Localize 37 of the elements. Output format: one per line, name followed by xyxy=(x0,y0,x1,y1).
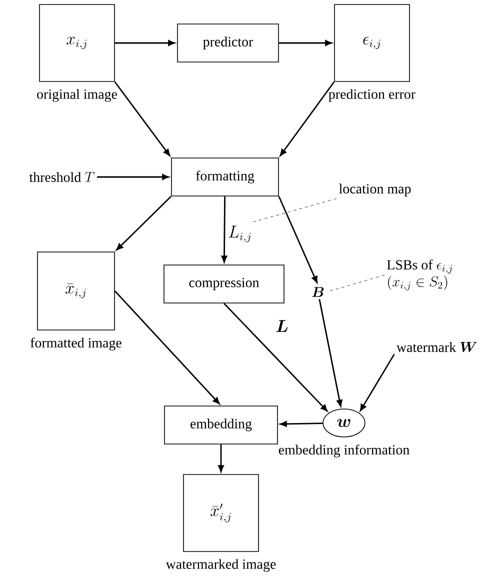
arrow xyxy=(360,354,395,412)
arrow xyxy=(218,444,224,472)
process-box: predictor xyxy=(177,24,279,62)
arrow xyxy=(114,290,220,404)
image-box: $\epsilon_{i,j}$ xyxy=(334,4,410,82)
image-box: $x_{i,j}$ xyxy=(39,4,115,82)
annotation-text: LSBs of $\epsilon_{i,j}$ $(x_{i,j} \in S_2)$ xyxy=(387,260,452,291)
arrow xyxy=(280,420,323,427)
arrow xyxy=(116,196,172,250)
process-box: embedding xyxy=(164,406,278,444)
symbol-label: $\boldsymbol{B}$ xyxy=(312,287,324,297)
process-box: compression xyxy=(164,264,284,304)
node-label: formatted image xyxy=(30,338,122,350)
image-box: $\bar{x}_{i,j}$ xyxy=(37,252,115,330)
arrow xyxy=(280,81,335,156)
process-box: formatting xyxy=(171,158,279,196)
arrow xyxy=(96,174,169,180)
arrow xyxy=(278,196,318,284)
input-label: watermark $\boldsymbol{W}$ xyxy=(396,342,477,352)
input-label: threshold $T$ xyxy=(29,172,95,182)
leader-line xyxy=(326,274,385,292)
arrow xyxy=(114,40,175,46)
leader-line xyxy=(252,198,337,222)
ellipse-node: $\boldsymbol{w}$ xyxy=(322,408,366,438)
annotation-text: location map xyxy=(339,184,411,196)
arrow xyxy=(114,81,170,156)
arrow xyxy=(223,302,328,412)
arrow xyxy=(278,40,332,46)
node-label: original image xyxy=(37,89,117,102)
node-label: embedding information xyxy=(278,444,410,458)
arrow xyxy=(318,298,342,407)
node-label: prediction error xyxy=(328,89,416,102)
arrow xyxy=(221,196,228,262)
node-label: watermarked image xyxy=(166,559,276,572)
image-box: $\bar{x}'_{i,j}$ xyxy=(183,474,259,552)
edge-label: $L_{i,j}$ xyxy=(227,224,253,244)
edge-label: $\boldsymbol{L}$ xyxy=(274,319,290,333)
